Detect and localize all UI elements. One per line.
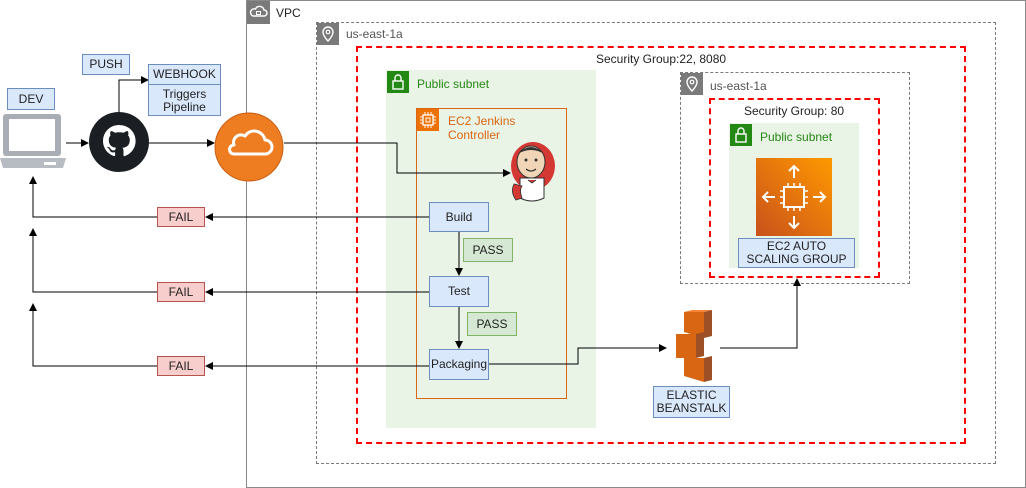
pass-label-1: PASS <box>472 243 504 257</box>
lock-icon <box>387 71 409 93</box>
build-label: Build <box>445 209 473 224</box>
fail-badge-3: FAIL <box>157 356 205 376</box>
laptop-icon <box>0 112 66 176</box>
pass-badge-2: PASS <box>467 312 517 336</box>
dev-label: DEV <box>18 91 44 106</box>
az-outer-label: us-east-1a <box>346 27 403 41</box>
jenkins-icon <box>506 140 560 204</box>
asg-label-line2: SCALING GROUP <box>746 252 847 266</box>
webhook-box: WEBHOOK Triggers Pipeline <box>148 64 221 116</box>
arrow-fail1-to-dev <box>29 176 157 218</box>
sg-inner-label: Security Group: 80 <box>744 104 845 118</box>
push-label-box: PUSH <box>82 54 130 75</box>
pass-badge-1: PASS <box>463 238 513 262</box>
arrow-packaging-to-beanstalk <box>489 344 667 365</box>
security-group-outer <box>356 46 966 444</box>
elastic-beanstalk-icon <box>666 310 720 382</box>
arrow-beanstalk-to-asg <box>720 278 801 349</box>
fail-label-3: FAIL <box>168 359 194 373</box>
ec2-jenkins-label: EC2 Jenkins Controller <box>448 114 515 142</box>
vpc-label: VPC <box>276 6 301 20</box>
build-stage-box: Build <box>429 202 489 232</box>
eb-label-line1: ELASTIC <box>666 388 717 402</box>
test-label: Test <box>447 284 470 298</box>
location-pin-icon <box>681 73 703 95</box>
availability-zone-outer <box>316 22 996 464</box>
packaging-stage-box: Packaging <box>429 349 489 380</box>
arrow-github-to-webhook <box>118 76 149 112</box>
vpc-cloud-icon <box>247 1 270 24</box>
webhook-line2: Pipeline <box>163 100 206 114</box>
fail-badge-1: FAIL <box>157 207 205 227</box>
elastic-beanstalk-box: ELASTIC BEANSTALK <box>653 386 730 418</box>
github-icon <box>89 112 149 172</box>
ec2-chip-icon <box>417 109 439 131</box>
eb-label-line2: BEANSTALK <box>656 401 727 415</box>
pass-label-2: PASS <box>476 317 508 331</box>
fail-label-1: FAIL <box>168 210 194 224</box>
location-pin-icon <box>317 23 339 45</box>
arrow-cloud-to-jenkins <box>284 142 511 177</box>
webhook-title: WEBHOOK <box>149 68 220 85</box>
dev-label-box: DEV <box>7 88 55 110</box>
public-subnet-right-label: Public subnet <box>760 130 833 144</box>
arrow-fail3-to-dev <box>29 303 157 367</box>
asg-label-line1: EC2 AUTO <box>766 239 827 253</box>
sg-outer-label: Security Group:22, 8080 <box>596 52 727 66</box>
packaging-label: Packaging <box>430 357 488 371</box>
fail-badge-2: FAIL <box>157 282 205 302</box>
lock-icon <box>730 124 752 146</box>
arrow-fail2-to-dev <box>29 228 157 293</box>
fail-label-2: FAIL <box>168 285 194 299</box>
ec2-auto-scaling-group-box: EC2 AUTO SCALING GROUP <box>738 238 855 268</box>
public-subnet-left-label: Public subnet <box>417 77 490 91</box>
az-inner-label: us-east-1a <box>710 79 767 93</box>
ec2-jenkins-controller <box>416 108 567 399</box>
ec2-jenkins-label-line2: Controller <box>448 128 501 142</box>
test-stage-box: Test <box>429 276 489 307</box>
push-label: PUSH <box>89 57 123 71</box>
webhook-line1: Triggers <box>162 87 207 101</box>
ec2-jenkins-label-line1: EC2 Jenkins <box>448 114 516 128</box>
security-group-inner <box>709 98 880 278</box>
cloud-icon <box>214 112 284 182</box>
autoscaling-icon <box>756 158 832 236</box>
